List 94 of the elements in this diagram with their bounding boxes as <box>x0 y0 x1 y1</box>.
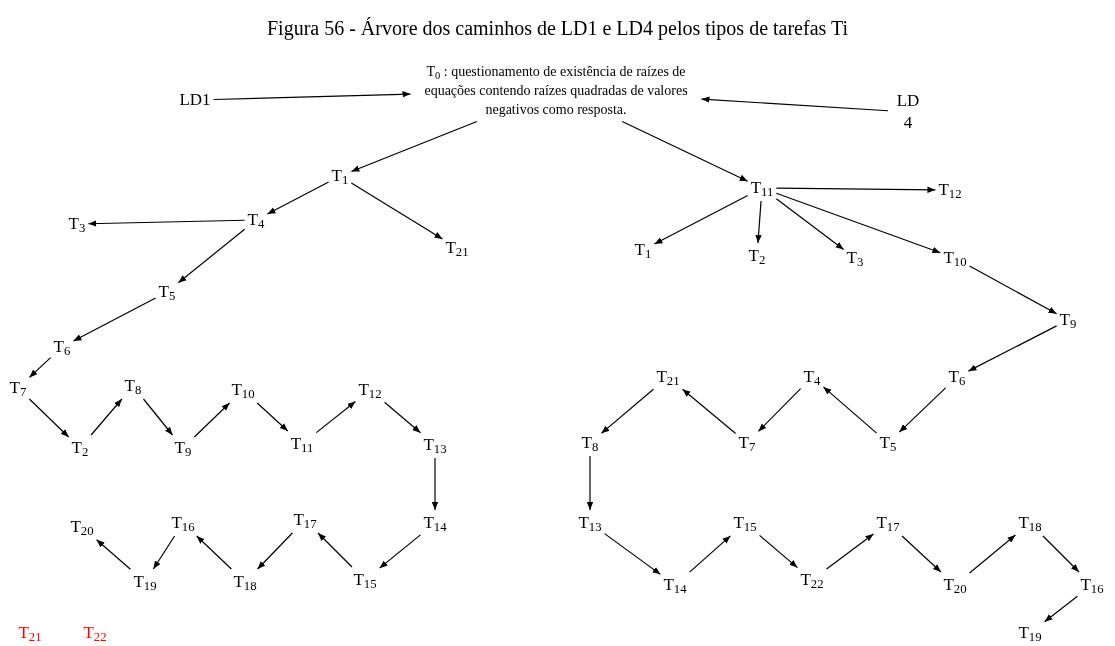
task-label: T$_{20}$ <box>943 575 967 595</box>
arrow <box>378 534 422 569</box>
arrow <box>825 533 875 570</box>
arrow <box>898 387 947 433</box>
task-label: T$_{12}$ <box>938 180 962 200</box>
task-label: T$_{7}$ <box>738 433 756 453</box>
task-label: T$_{21}$ <box>656 367 680 387</box>
task-label: LD1 <box>179 90 211 110</box>
task-label: T$_{11}$ <box>750 178 774 198</box>
task-label: T$_{4}$ <box>247 210 265 230</box>
task-label: T$_{1}$ <box>331 166 349 186</box>
arrow <box>653 194 749 245</box>
arrow <box>603 533 662 575</box>
arrow <box>315 400 357 434</box>
arrow <box>967 325 1058 372</box>
figure-title: Figura 56 - Árvore dos caminhos de LD1 e LD4 pelos tipos de tarefas Ti <box>267 16 848 40</box>
task-label: T$_{17}$ <box>293 510 317 530</box>
arrow <box>600 388 655 434</box>
task-label: T$_{1}$ <box>634 240 652 260</box>
arrow <box>775 198 845 251</box>
arrow <box>1042 535 1080 573</box>
task-label: T$_{8}$ <box>581 433 599 453</box>
arrow <box>87 219 246 227</box>
arrow <box>755 200 762 244</box>
task-label: T$_{7}$ <box>9 378 27 398</box>
task-label: T$_{0}$ : questionamento de existência de raízes de equações contendo raízes quadradas de valores negativos como resposta. <box>413 61 699 119</box>
arrow <box>317 532 353 568</box>
arrow <box>822 386 878 434</box>
task-label: T$_{10}$ <box>231 380 255 400</box>
task-label: T$_{14}$ <box>423 513 447 533</box>
task-label: T$_{15}$ <box>733 513 757 533</box>
arrow <box>688 535 732 573</box>
task-label: T$_{17}$ <box>876 513 900 533</box>
arrow <box>700 96 889 112</box>
arrow <box>142 398 174 436</box>
arrow <box>28 398 70 438</box>
arrow <box>177 228 246 284</box>
task-label: T$_{4}$ <box>803 367 821 387</box>
task-label: T$_{21}$ <box>445 238 469 258</box>
arrow <box>1043 595 1079 623</box>
task-label: T$_{15}$ <box>353 570 377 590</box>
arrow <box>431 457 439 511</box>
arrow <box>72 297 157 342</box>
task-label: T$_{22}$ <box>800 570 824 590</box>
arrow <box>681 388 737 435</box>
arrow <box>256 402 289 432</box>
task-label: T$_{18}$ <box>1018 513 1042 533</box>
arrow <box>350 120 478 173</box>
task-label: T$_{6}$ <box>948 367 966 387</box>
task-label: T$_{18}$ <box>233 572 257 592</box>
task-label: T$_{2}$ <box>71 438 89 458</box>
arrow <box>152 535 176 570</box>
arrow <box>196 535 232 570</box>
task-label: T$_{3}$ <box>846 248 864 268</box>
arrow <box>758 534 799 569</box>
arrow <box>256 532 294 570</box>
task-label: T$_{19}$ <box>133 572 157 592</box>
task-label: T$_{22}$ <box>83 623 107 643</box>
task-label: T$_{11}$ <box>290 434 314 454</box>
arrow <box>775 186 937 193</box>
task-label: T$_{9}$ <box>174 438 192 458</box>
arrow <box>350 182 444 240</box>
task-label: T$_{5}$ <box>158 282 176 302</box>
arrow <box>775 192 942 254</box>
task-label: T$_{10}$ <box>943 248 967 268</box>
arrow <box>90 398 123 436</box>
task-label: T$_{21}$ <box>18 623 42 643</box>
arrow <box>95 539 132 570</box>
task-label: T$_{12}$ <box>358 380 382 400</box>
task-label: T$_{8}$ <box>124 376 142 396</box>
task-label: T$_{2}$ <box>748 246 766 266</box>
arrow <box>901 535 942 573</box>
task-label: LD 4 <box>891 90 925 134</box>
task-label: T$_{19}$ <box>1018 623 1042 643</box>
task-label: T$_{3}$ <box>68 214 86 234</box>
task-label: T$_{13}$ <box>423 435 447 455</box>
task-label: T$_{16}$ <box>1080 575 1104 595</box>
task-label: T$_{14}$ <box>663 575 687 595</box>
task-label: T$_{20}$ <box>70 517 94 537</box>
arrow <box>621 120 749 182</box>
task-label: T$_{9}$ <box>1059 310 1077 330</box>
arrow <box>968 534 1017 574</box>
arrow <box>266 181 330 215</box>
arrow <box>586 455 594 511</box>
arrow <box>28 357 52 378</box>
arrow <box>383 401 422 434</box>
task-label: T$_{6}$ <box>53 337 71 357</box>
arrow <box>193 402 231 438</box>
task-label: T$_{5}$ <box>879 433 897 453</box>
arrow <box>757 387 802 433</box>
task-label: T$_{16}$ <box>171 513 195 533</box>
task-label: T$_{13}$ <box>578 513 602 533</box>
arrow <box>968 265 1058 315</box>
arrow <box>213 91 412 101</box>
